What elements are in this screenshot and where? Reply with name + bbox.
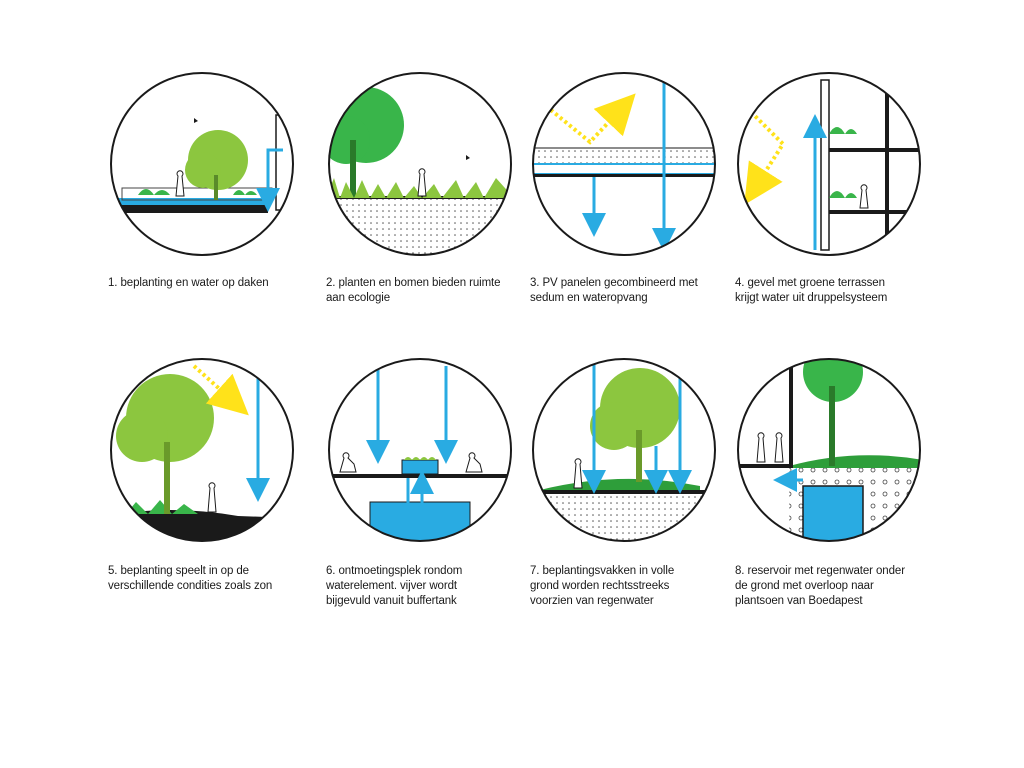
caption-line: bijgevuld vanuit buffertank [326,595,457,607]
caption-line: 8. reservoir met regenwater onder [735,565,905,577]
caption-line: plantsoen van Boedapest [735,595,863,607]
panel-2-caption: 2. planten en bomen bieden ruimte aan ec… [326,276,526,306]
panel-6-caption: 6. ontmoetingsplek rondom waterelement. … [326,564,526,609]
caption-line: 4. gevel met groene terrassen [735,277,885,289]
caption-line: aan ecologie [326,292,391,304]
caption-line: 2. planten en bomen bieden ruimte [326,277,501,289]
panel-3-caption: 3. PV panelen gecombineerd met sedum en … [530,276,730,306]
illustration-pv-panels [532,72,716,256]
caption-line: de grond met overloop naar [735,580,874,592]
illustration-sun-conditions [110,358,294,542]
caption-line: grond worden rechtsstreeks [530,580,670,592]
caption-line: 1. beplanting en water op daken [108,277,269,289]
panel-4-caption: 4. gevel met groene terrassen krijgt wat… [735,276,935,306]
caption-line: 5. beplanting speelt in op de [108,565,249,577]
caption-line: 3. PV panelen gecombineerd met [530,277,698,289]
panel-7-caption: 7. beplantingsvakken in volle grond word… [530,564,730,609]
panel-5-caption: 5. beplanting speelt in op de verschille… [108,564,308,594]
illustration-planting-beds [532,358,716,542]
panel-1-caption: 1. beplanting en water op daken [108,276,308,291]
caption-line: sedum en wateropvang [530,292,648,304]
caption-line: 6. ontmoetingsplek rondom [326,565,463,577]
caption-line: waterelement. vijver wordt [326,580,457,592]
illustration-roof-planting [110,72,294,256]
illustration-green-facade [737,72,921,256]
illustration-meeting-place [328,358,512,542]
caption-line: krijgt water uit druppelsysteem [735,292,888,304]
panel-8-caption: 8. reservoir met regenwater onder de gro… [735,564,935,609]
caption-line: verschillende condities zoals zon [108,580,273,592]
caption-line: voorzien van regenwater [530,595,654,607]
caption-line: 7. beplantingsvakken in volle [530,565,675,577]
illustration-reservoir [737,358,921,542]
illustration-ecology [328,72,512,256]
